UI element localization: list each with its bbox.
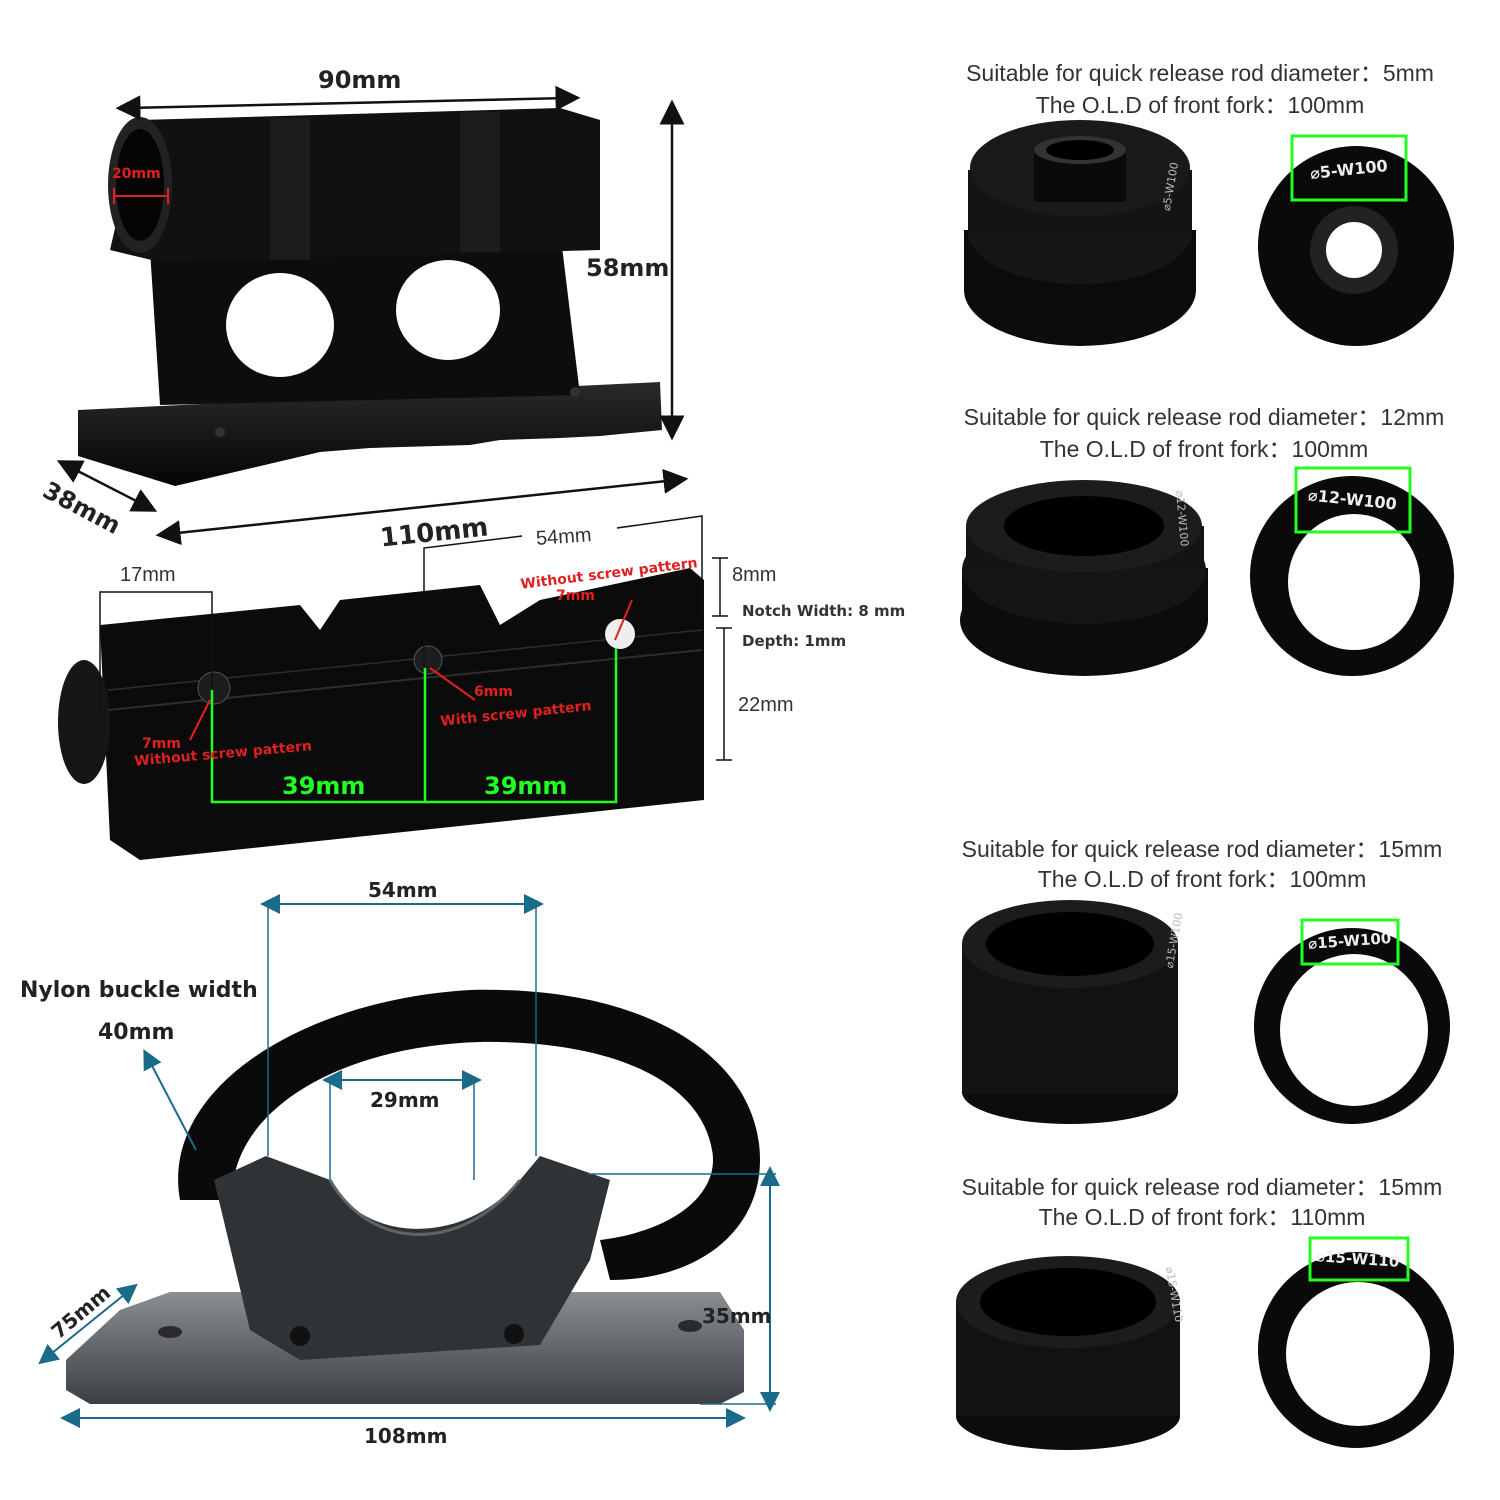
notch-8-label: 8mm: [732, 564, 777, 586]
buckle-width-label: 40mm: [98, 1020, 175, 1045]
spacing-left-label: 39mm: [282, 772, 366, 800]
adapter-12-line2: The O.L.D of front fork：100mm: [1039, 436, 1369, 462]
adapter-15-110-line1: Suitable for quick release rod diameter：…: [961, 1174, 1443, 1200]
span-54-label: 54mm: [535, 524, 593, 550]
hole-left-size: 7mm: [142, 736, 181, 752]
adapter-15mm-100-images: [962, 900, 1450, 1124]
adapter-5-line2: The O.L.D of front fork：100mm: [1035, 92, 1365, 118]
adapter-5mm-images: [964, 120, 1454, 346]
buckle-title: Nylon buckle width: [20, 978, 258, 1003]
adapter-12mm-images: [960, 466, 1454, 676]
hole-mid-size: 6mm: [474, 684, 513, 700]
hole-right-size: 7mm: [556, 588, 595, 604]
depth-label: Depth: 1mm: [742, 632, 847, 650]
base-plate-illustration: [58, 515, 732, 860]
strap-mount-illustration: [38, 894, 780, 1428]
spacing-right-label: 39mm: [484, 772, 568, 800]
height-58-label: 58mm: [586, 254, 670, 282]
adapter-15-100-line2: The O.L.D of front fork：100mm: [1037, 866, 1367, 892]
fork-mount-illustration: [56, 85, 689, 546]
height-22-label: 22mm: [738, 694, 794, 716]
adapter-12-line1: Suitable for quick release rod diameter：…: [963, 404, 1445, 430]
inner-width-label: 29mm: [370, 1088, 440, 1112]
outer-width-label: 54mm: [368, 878, 438, 902]
bore-20-label: 20mm: [112, 166, 161, 182]
span-17-label: 17mm: [120, 564, 176, 586]
width-90-label: 90mm: [318, 66, 402, 94]
notch-width-label: Notch Width: 8 mm: [742, 602, 906, 620]
base-108-label: 108mm: [364, 1424, 448, 1448]
adapter-5-line1: Suitable for quick release rod diameter：…: [966, 60, 1434, 86]
adapter-15mm-110-images: [956, 1236, 1454, 1450]
height-35-label: 35mm: [702, 1304, 772, 1328]
adapter-15-100-line1: Suitable for quick release rod diameter：…: [961, 836, 1443, 862]
adapter-15-110-line2: The O.L.D of front fork：110mm: [1038, 1204, 1366, 1230]
